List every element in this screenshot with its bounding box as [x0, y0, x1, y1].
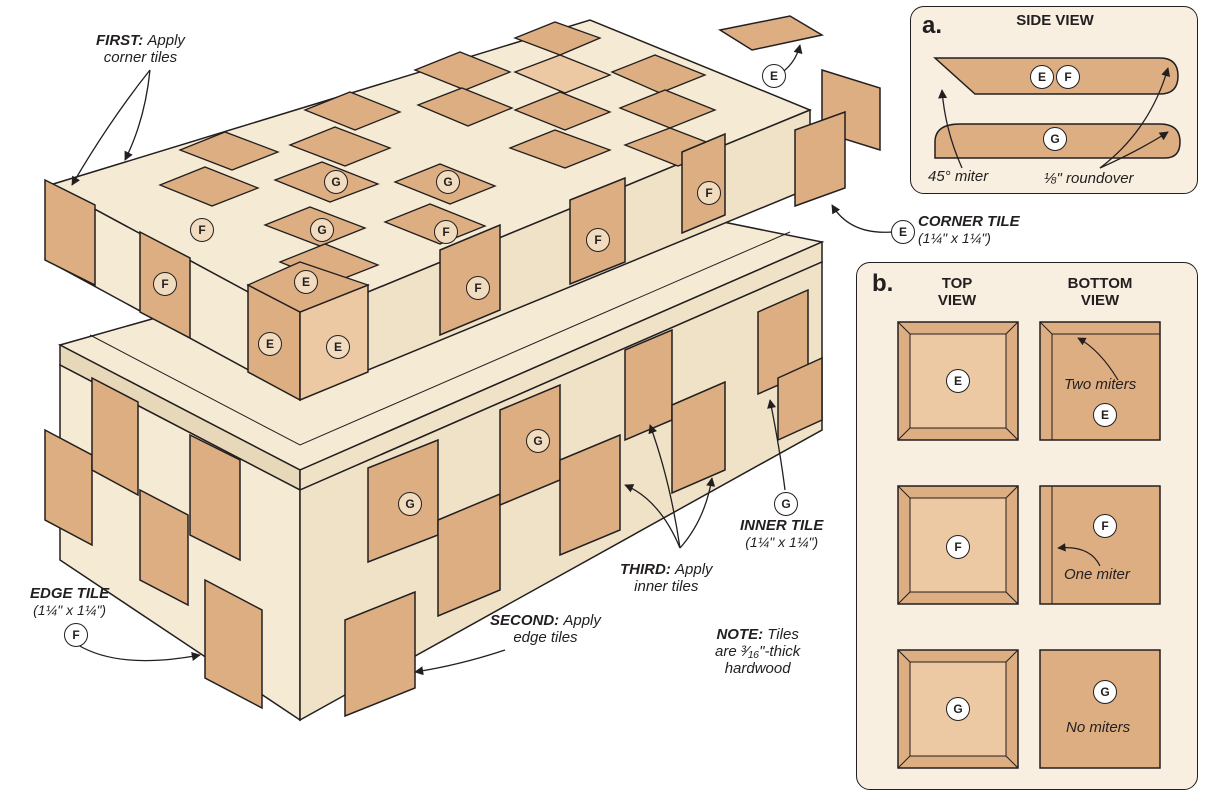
callout-g-inner: G — [774, 492, 798, 516]
miter-label: 45° miter — [928, 168, 989, 185]
panel-b-letter: b. — [872, 270, 894, 297]
callout-f-lid-side-2: F — [466, 276, 490, 300]
loose-tiles — [718, 15, 881, 208]
roundover-label: ⅛" roundover — [1044, 170, 1134, 187]
callout-g-lid-2: G — [436, 170, 460, 194]
callout-f-edge: F — [64, 623, 88, 647]
callout-e-lid-top: E — [294, 270, 318, 294]
callout-g-top: G — [946, 697, 970, 721]
callout-e-top: E — [946, 369, 970, 393]
callout-f-top: F — [946, 535, 970, 559]
panel-a-title: SIDE VIEW — [1016, 12, 1094, 29]
bottom-view-f — [1039, 485, 1161, 605]
panel-a-letter: a. — [922, 12, 943, 39]
callout-f-side: F — [1056, 65, 1080, 89]
callout-e-loose: E — [762, 64, 786, 88]
two-miters-arrow — [1077, 337, 1119, 381]
callout-f-lid-top-1: F — [190, 218, 214, 242]
callout-f-lid-side-3: F — [586, 228, 610, 252]
bottom-view-g — [1039, 649, 1161, 769]
callout-g-bottom: G — [1093, 680, 1117, 704]
no-miters-label: No miters — [1066, 719, 1131, 736]
base-left-tiles — [44, 376, 263, 710]
callout-f-bottom: F — [1093, 514, 1117, 538]
corner-tile-label: CORNER TILE(1¼" x 1¼") — [918, 213, 1020, 246]
roundover-arrow-bottom — [1099, 131, 1169, 169]
roundover-arrow-top — [1099, 67, 1171, 169]
callout-e-corner: E — [891, 220, 915, 244]
one-miter-arrow — [1057, 543, 1101, 567]
callout-g-lid-1: G — [324, 170, 348, 194]
callout-f-lid-top-2: F — [434, 220, 458, 244]
one-miter-label: One miter — [1064, 566, 1130, 583]
callout-e-bottom: E — [1093, 403, 1117, 427]
inner-tile-label: INNER TILE(1¼" x 1¼") — [740, 517, 824, 550]
callout-f-lid-side-1: F — [153, 272, 177, 296]
two-miters-label: Two miters — [1064, 376, 1137, 393]
callout-g-base-1: G — [526, 429, 550, 453]
lid-top-tiles — [158, 21, 724, 284]
leader-lines — [71, 44, 893, 676]
edge-tile-label: EDGE TILE(1¼" x 1¼") — [30, 585, 110, 618]
miter-arrow — [938, 89, 963, 169]
callout-e-lid-corner-2: E — [326, 335, 350, 359]
callout-g-lid-3: G — [310, 218, 334, 242]
callout-e-lid-corner-1: E — [258, 332, 282, 356]
callout-g-side: G — [1043, 127, 1067, 151]
callout-e-side: E — [1030, 65, 1054, 89]
callout-f-lid-side-4: F — [697, 181, 721, 205]
callout-g-base-2: G — [398, 492, 422, 516]
top-view-g — [897, 649, 1019, 769]
panel-a-side-view — [910, 6, 1198, 194]
